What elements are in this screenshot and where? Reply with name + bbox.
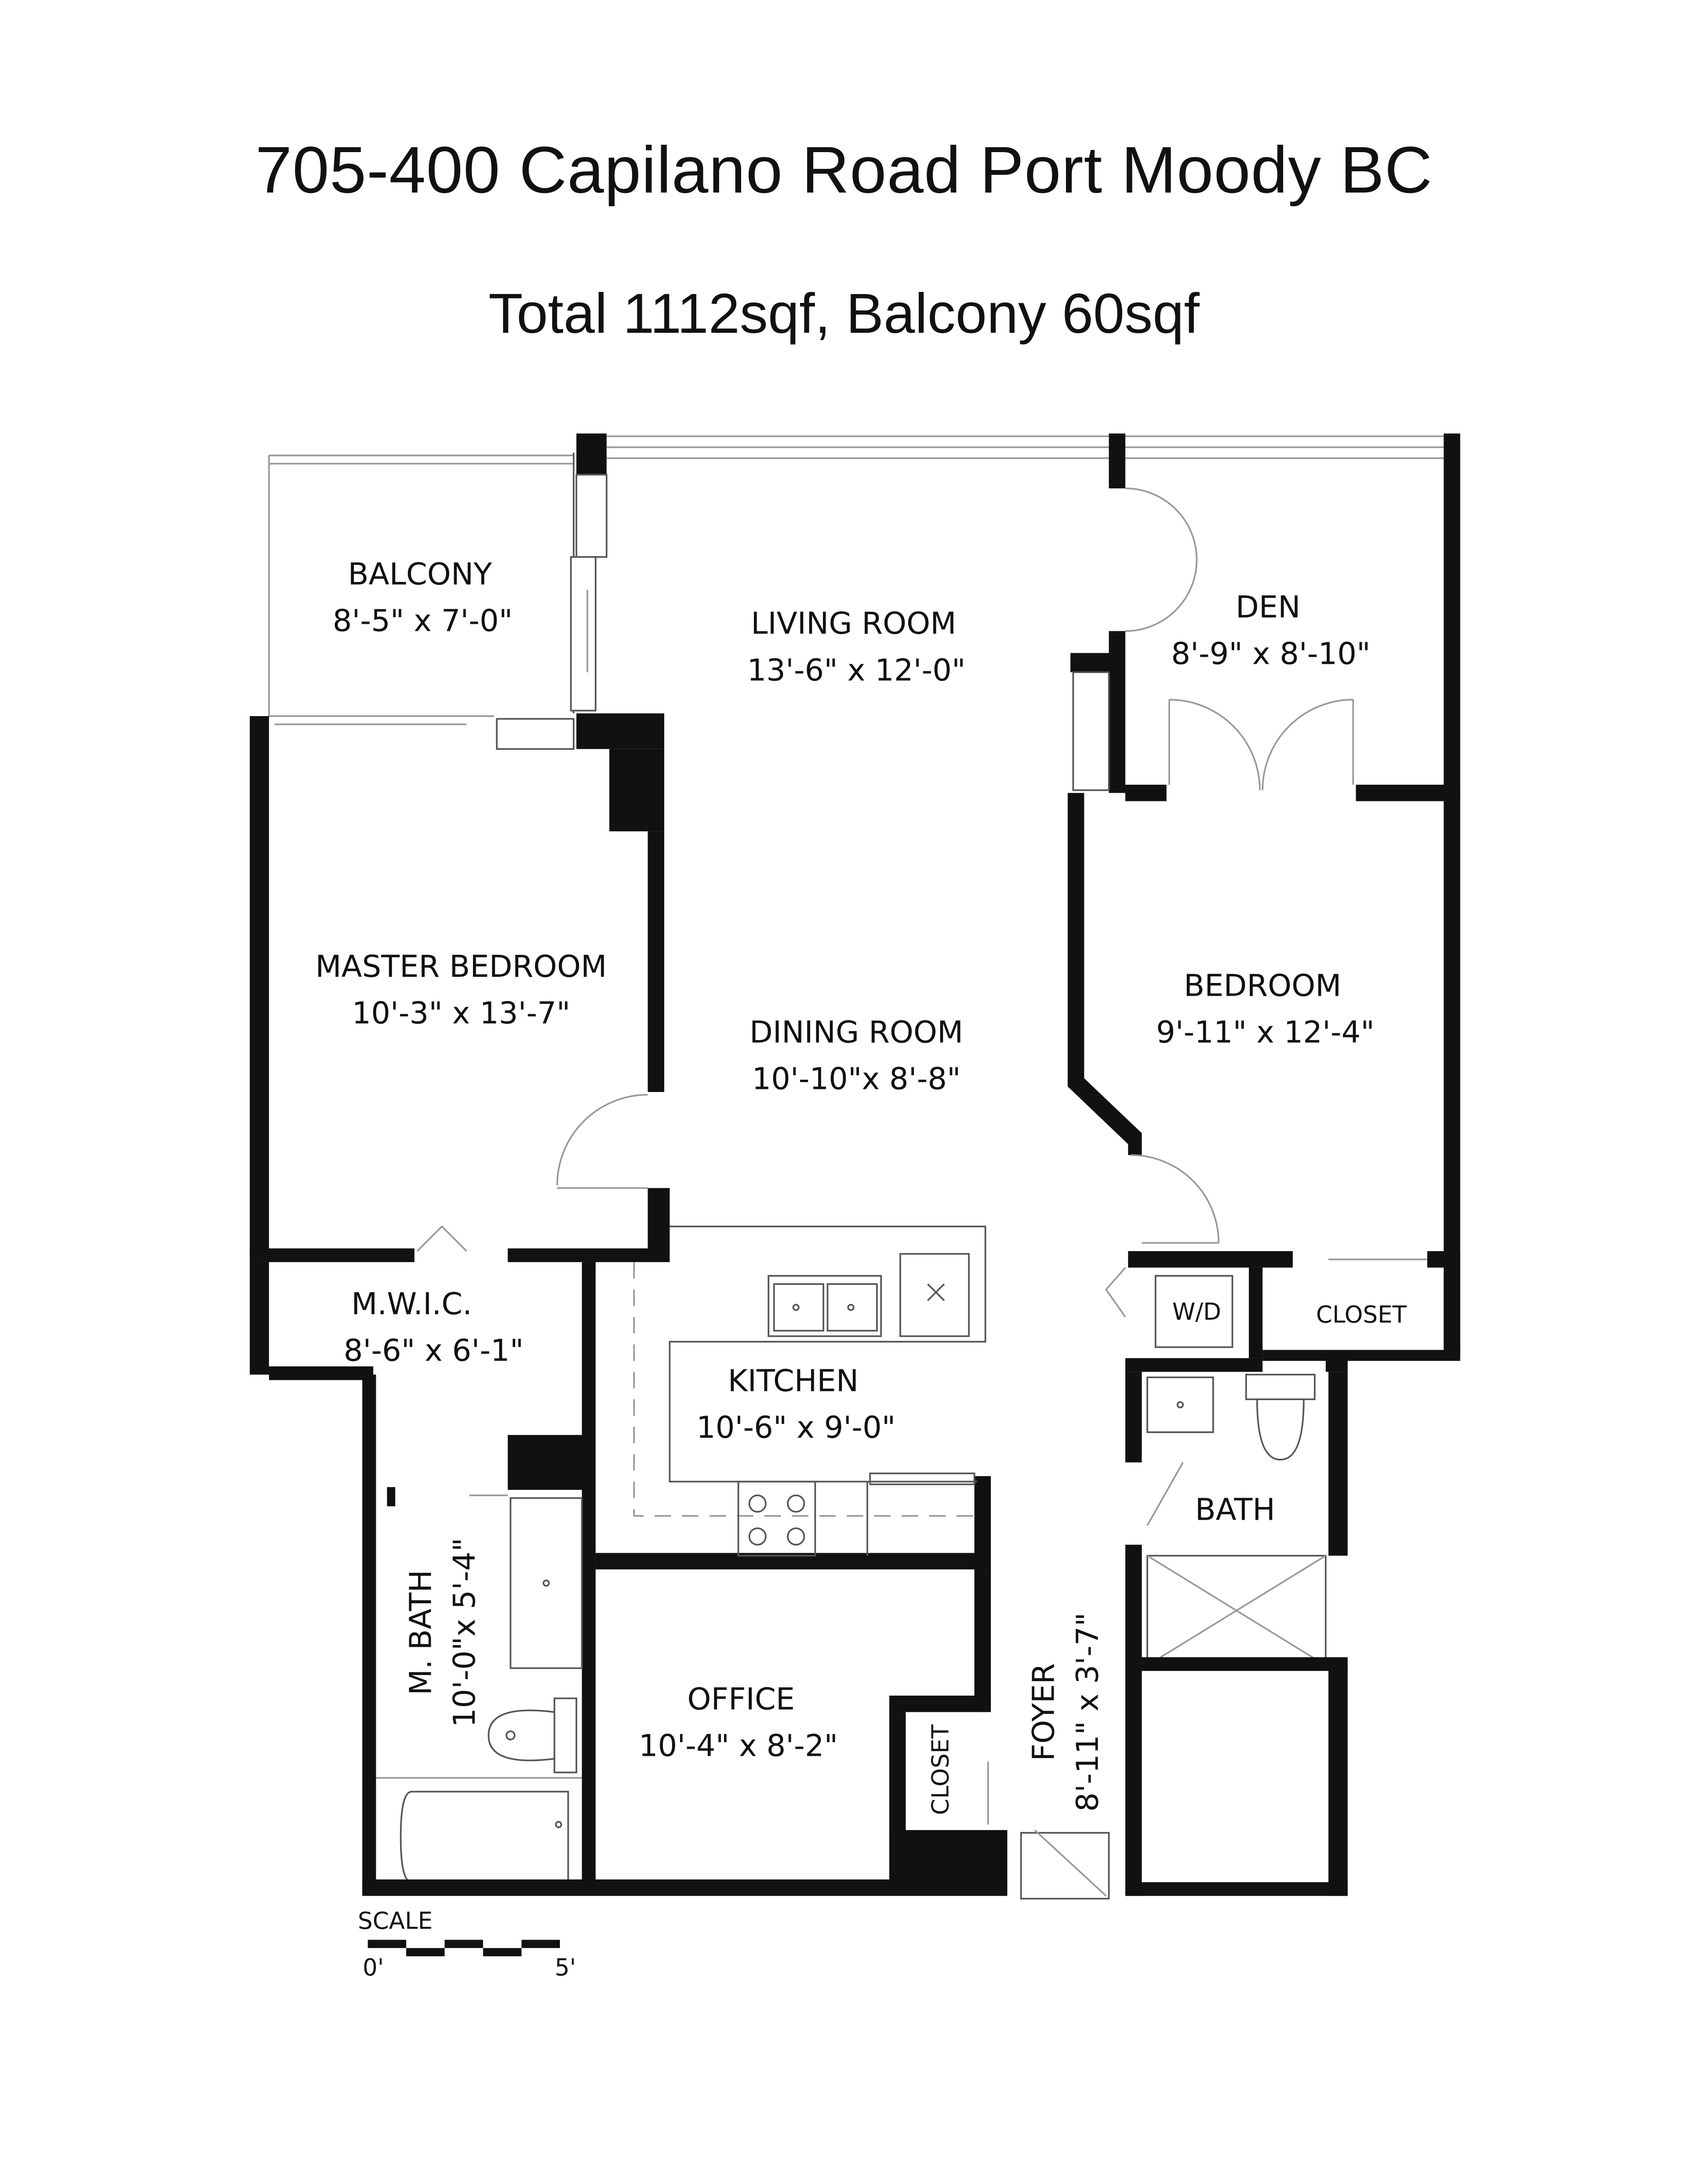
kitchen-label: KITCHEN [728, 1363, 859, 1398]
balcony-label: BALCONY [348, 557, 492, 592]
mwic-label: M.W.I.C. [351, 1287, 472, 1322]
room-labels: BALCONY 8'-5" x 7'-0" LIVING ROOM 13'-6"… [315, 557, 1407, 1815]
balcony-sliding-door [570, 473, 608, 712]
den-walls [1070, 474, 1460, 801]
master-bedroom-dims: 10'-3" x 13'-7" [352, 996, 571, 1031]
foyer-dims: 8'-11" x 3'-7" [1070, 1613, 1106, 1812]
den-label: DEN [1236, 590, 1301, 625]
laundry-closet-bath-walls [1105, 1267, 1460, 1896]
kitchen-dims: 10'-6" x 9'-0" [696, 1410, 895, 1445]
scale-label: SCALE [358, 1907, 433, 1935]
scale-bar: SCALE 0' 5' [358, 1907, 576, 1981]
scale-start: 0' [363, 1954, 384, 1981]
master-bedroom-walls [250, 713, 670, 1262]
bedroom-dims: 9'-11" x 12'-4" [1156, 1015, 1375, 1050]
bedroom-walls [1067, 793, 1460, 1356]
stove-burners-icon [748, 1494, 805, 1546]
living-room-dims: 13'-6" x 12'-0" [747, 653, 966, 688]
area-summary: Total 1112sqf, Balcony 60sqf [488, 282, 1200, 345]
den-dims: 8'-9" x 8'-10" [1171, 636, 1370, 671]
scale-end: 5' [555, 1954, 576, 1981]
dining-room-label: DINING ROOM [749, 1015, 963, 1050]
entry-door [1020, 1829, 1110, 1900]
foyer-closet-label: CLOSET [927, 1724, 954, 1815]
mwic-dims: 8'-6" x 6'-1" [344, 1333, 524, 1369]
living-room-label: LIVING ROOM [751, 606, 956, 641]
bath-label: BATH [1195, 1492, 1275, 1528]
mwic-walls [250, 1262, 596, 1896]
dining-room-dims: 10'-10"x 8'-8" [752, 1062, 961, 1097]
kitchen-office-walls [595, 1225, 1008, 1896]
office-label: OFFICE [688, 1682, 795, 1717]
foyer-label: FOYER [1026, 1663, 1062, 1761]
master-bedroom-label: MASTER BEDROOM [315, 949, 607, 984]
office-dims: 10'-4" x 8'-2" [639, 1728, 838, 1763]
bedroom-closet-label: CLOSET [1316, 1301, 1407, 1328]
master-bath-dims: 10'-0"x 5'-4" [447, 1538, 482, 1727]
washer-dryer-label: W/D [1172, 1298, 1221, 1325]
bedroom-label: BEDROOM [1184, 968, 1341, 1004]
property-address-title: 705-400 Capilano Road Port Moody BC [255, 133, 1433, 207]
exterior-window-top [576, 433, 1460, 1353]
balcony-dims: 8'-5" x 7'-0" [333, 603, 513, 638]
master-bath-label: M. BATH [403, 1570, 438, 1695]
